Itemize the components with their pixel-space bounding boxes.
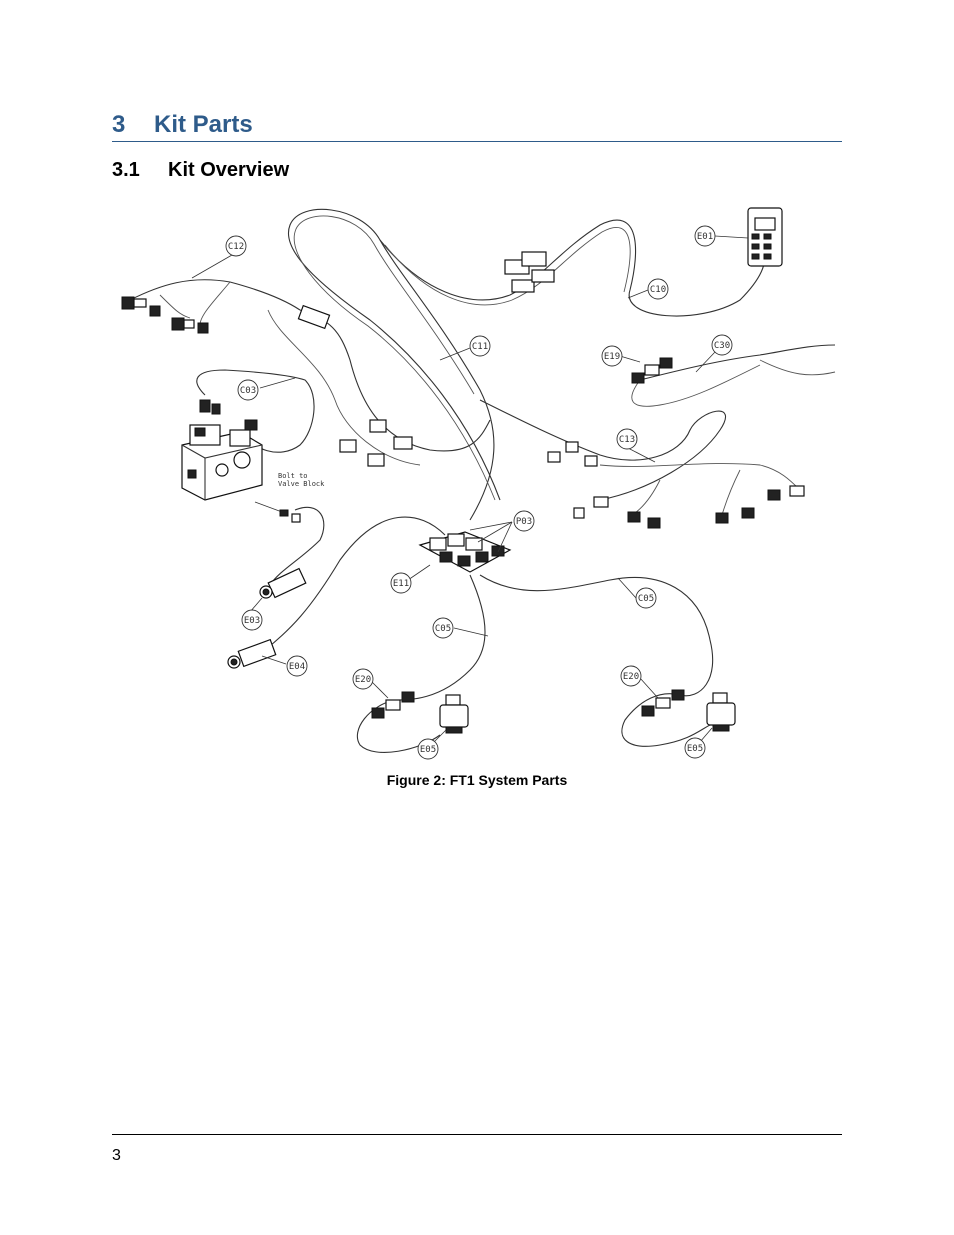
callout-c05-right-text: C05: [638, 594, 654, 604]
section-title: 3 Kit Parts: [112, 110, 842, 142]
note-line-2: Valve Block: [278, 480, 325, 488]
c11-connectors: [339, 419, 598, 467]
subsection-title: 3.1 Kit Overview: [112, 156, 289, 184]
page-number: 3: [112, 1147, 121, 1164]
c11-harness-loop: [287, 208, 501, 521]
e03-sensor: [259, 567, 307, 599]
callout-e05-left: E05: [417, 738, 439, 760]
callout-c05-right: C05: [635, 587, 657, 609]
c13-cable-b: [599, 463, 801, 491]
valve-block: [181, 399, 263, 501]
c12-branch-2: [199, 281, 231, 326]
parts-diagram: C12 E01 C10 C11 C03 E19 C30 C13 P03 E11 …: [100, 195, 845, 765]
e19-connectors: [631, 357, 673, 384]
p03-manifold: [418, 531, 512, 573]
callout-c10: C10: [647, 278, 669, 300]
e20-connectors-left: [371, 691, 415, 719]
callout-e04: E04: [286, 655, 308, 677]
callout-c11-text: C11: [472, 342, 488, 352]
callout-e11: E11: [390, 572, 412, 594]
callout-e03-text: E03: [244, 616, 260, 626]
e04-sensor: [227, 638, 277, 669]
parts-diagram-svg: C12 E01 C10 C11 C03 E19 C30 C13 P03 E11 …: [121, 207, 836, 760]
footer-divider: [112, 1134, 842, 1135]
callout-e05-right: E05: [684, 737, 706, 759]
c30-cable-b: [759, 359, 836, 376]
callout-e20-left-text: E20: [355, 675, 371, 685]
callout-c12: C12: [225, 235, 247, 257]
c03-cable: [196, 369, 315, 453]
c12-connectors: [121, 296, 331, 334]
e04-cable: [264, 516, 446, 651]
callout-c11: C11: [469, 335, 491, 357]
c13-branch: [721, 469, 741, 516]
c12-branch-1: [159, 294, 191, 319]
callout-c03: C03: [237, 379, 259, 401]
note-line-1: Bolt to: [278, 472, 308, 480]
subsection-title-text: Kit Overview: [168, 159, 290, 181]
e05-sensor-right: [706, 692, 736, 732]
callout-c30-text: C30: [714, 341, 730, 351]
c30-cable: [639, 344, 836, 381]
e01-display: [747, 207, 783, 267]
callout-c05-left: C05: [432, 617, 454, 639]
c13-cable: [479, 399, 727, 501]
section-title-text: Kit Parts: [154, 111, 253, 138]
callout-e01: E01: [694, 225, 716, 247]
c12-cable: [129, 279, 301, 311]
c11-harness-loop-inner: [293, 215, 496, 501]
callout-e20-left: E20: [352, 668, 374, 690]
callout-e19-text: E19: [604, 352, 620, 362]
callout-c05-left-text: C05: [435, 624, 451, 634]
c12-to-main-b: [267, 309, 421, 466]
section-number: 3: [112, 111, 126, 138]
callout-e20-right: E20: [620, 665, 642, 687]
callout-e03: E03: [241, 609, 263, 631]
e20-connectors-right: [641, 689, 685, 717]
e03-cable: [269, 506, 325, 586]
e05-sensor-left: [439, 694, 469, 734]
callout-c10-text: C10: [650, 285, 666, 295]
c10-connectors: [504, 251, 555, 293]
c10-cable: [379, 219, 765, 317]
c05-cable-right: [479, 574, 714, 747]
bolt: [254, 501, 301, 523]
callout-e05-left-text: E05: [420, 745, 436, 755]
c12-to-main: [299, 309, 491, 452]
callout-c13: C13: [616, 428, 638, 450]
e19-cable: [631, 364, 761, 407]
callout-e20-right-text: E20: [623, 672, 639, 682]
callout-c12-text: C12: [228, 242, 244, 252]
callout-e04-text: E04: [289, 662, 305, 672]
callout-p03-text: P03: [516, 517, 532, 527]
callout-e01-text: E01: [697, 232, 713, 242]
callout-c03-text: C03: [240, 386, 256, 396]
callout-e05-right-text: E05: [687, 744, 703, 754]
c13-connectors: [573, 485, 805, 529]
callout-e11-text: E11: [393, 579, 409, 589]
subsection-number: 3.1: [112, 159, 140, 181]
figure-caption: Figure 2: FT1 System Parts: [386, 772, 568, 788]
callout-c30: C30: [711, 334, 733, 356]
callout-c13-text: C13: [619, 435, 635, 445]
callout-e19: E19: [601, 345, 623, 367]
callout-p03: P03: [513, 510, 535, 532]
